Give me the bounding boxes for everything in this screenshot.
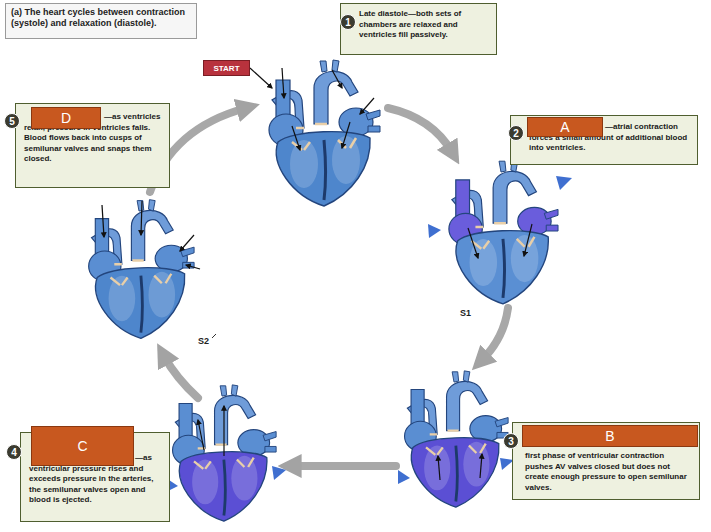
heart-illustration [173,385,277,521]
heart-illustration [89,200,194,339]
flow-arrow [282,68,284,98]
flow-arrow [186,265,200,269]
heart-illustration [449,160,558,304]
answer-box: C [31,426,134,466]
flow-arrow [292,126,300,150]
node-text: Late diastole—both sets of chambers are … [359,9,490,41]
cycle-arrow [292,462,396,470]
heart-sound-label: S1 [460,308,471,318]
flow-arrow [524,224,532,256]
tick-mark [212,334,216,338]
phase-box: —atrial contraction forces a small amoun… [510,115,698,165]
flow-arrows [468,224,532,258]
callout-number: 4 [6,444,22,460]
flow-arrow [468,228,478,258]
cycle-arrow [164,356,198,398]
node-text: C [77,438,87,454]
flow-arrow [480,454,482,478]
flow-arrow [342,122,350,148]
phase-box: —as ventricles relax, pressure in ventri… [15,103,170,188]
pressure-arrows [428,176,572,238]
phase-box: —as ventricular pressure rises and excee… [20,432,170,522]
phase-box: Late diastole—both sets of chambers are … [340,3,497,55]
figure-title: (a) The heart cycles between contraction… [5,3,197,39]
node-text: first phase of ventricular contraction p… [525,451,693,493]
node-text: B [605,428,614,444]
pressure-arrows [398,458,514,484]
start-pointer [250,68,272,88]
flow-arrow [438,456,440,480]
flow-arrows [102,201,200,269]
flow-arrow [332,70,342,88]
flow-arrows [438,454,482,480]
answer-box: A [527,117,603,137]
node-text: START [213,64,239,73]
heart-illustration [269,60,380,206]
pressure-arrow [556,176,572,190]
flow-arrow [102,205,104,237]
node-text: A [560,119,569,135]
node-text: D [61,110,71,126]
pressure-arrow [398,470,410,484]
cycle-arrow [482,308,508,360]
start-badge: START [203,60,250,76]
callout-number: 2 [508,125,524,141]
flow-arrow [180,235,194,251]
callout-number: 5 [4,113,20,129]
callout-number: 3 [503,433,519,449]
answer-box: D [31,107,101,129]
cycle-arrow [388,108,452,152]
flow-arrow [223,406,224,456]
flow-arrow [360,98,374,114]
flow-arrow [198,420,204,450]
pressure-arrows [166,466,286,492]
heart-illustration [405,371,509,507]
callout-number: 1 [340,14,356,30]
answer-box: B [522,425,698,447]
flow-arrows [282,68,374,150]
heart-sound-label: S2 [198,336,209,346]
phase-box: first phase of ventricular contraction p… [512,422,700,500]
flow-arrows [198,406,224,456]
pressure-arrow [428,224,441,238]
pressure-arrow [272,466,286,480]
flow-arrow [141,201,142,235]
